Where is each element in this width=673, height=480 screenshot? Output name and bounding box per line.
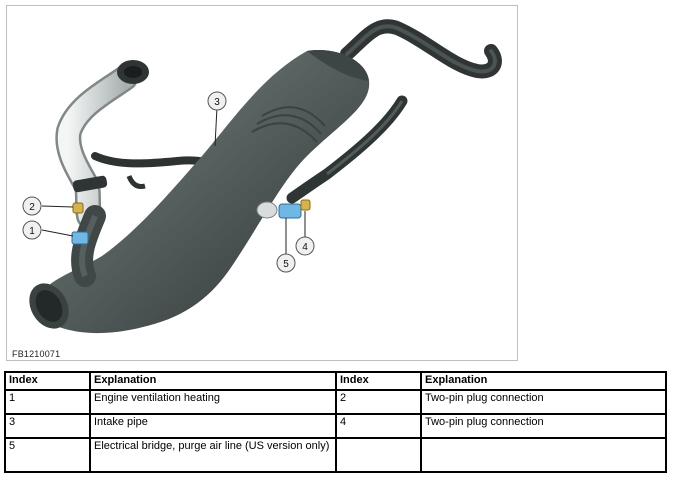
table-row: 3 Intake pipe 4 Two-pin plug connection: [4, 413, 667, 439]
svg-text:1: 1: [29, 226, 35, 237]
explanation-cell: Two-pin plug connection: [420, 389, 667, 415]
electrical-bridge: [278, 203, 302, 219]
plug-connector-2: [72, 202, 84, 214]
svg-text:4: 4: [302, 242, 308, 253]
explanation-cell: Two-pin plug connection: [420, 413, 667, 439]
index-cell: [335, 437, 422, 473]
intake-pipe-drawing: 2 1 3 4 5: [22, 19, 502, 334]
callout-5: 5: [276, 253, 296, 273]
header-explanation-1: Explanation: [89, 371, 337, 391]
explanation-cell: Engine ventilation heating: [89, 389, 337, 415]
svg-text:3: 3: [214, 97, 220, 108]
index-cell: 5: [4, 437, 91, 473]
index-cell: 2: [335, 389, 422, 415]
explanation-cell: [420, 437, 667, 473]
table-row: 5 Electrical bridge, purge air line (US …: [4, 437, 667, 473]
plug-connector-4: [300, 199, 311, 211]
intake-pipe-body: [38, 50, 370, 334]
callout-3: 3: [207, 91, 227, 111]
legend-header-row: Index Explanation Index Explanation: [4, 371, 667, 391]
table-row: 1 Engine ventilation heating 2 Two-pin p…: [4, 389, 667, 415]
index-cell: 4: [335, 413, 422, 439]
figure-code: FB1210071: [12, 349, 61, 359]
legend-table: Index Explanation Index Explanation 1 En…: [4, 371, 667, 473]
index-cell: 3: [4, 413, 91, 439]
intake-pipe-illustration: 2 1 3 4 5 FB1210071: [6, 5, 518, 361]
callout-2: 2: [22, 196, 42, 216]
explanation-cell: Electrical bridge, purge air line (US ve…: [89, 437, 337, 473]
callout-1: 1: [22, 220, 42, 240]
header-index-1: Index: [4, 371, 91, 391]
heating-connector: [71, 231, 89, 245]
svg-text:2: 2: [29, 202, 35, 213]
header-index-2: Index: [335, 371, 422, 391]
index-cell: 1: [4, 389, 91, 415]
explanation-cell: Intake pipe: [89, 413, 337, 439]
header-explanation-2: Explanation: [420, 371, 667, 391]
callout-4: 4: [295, 236, 315, 256]
svg-text:5: 5: [283, 259, 289, 270]
